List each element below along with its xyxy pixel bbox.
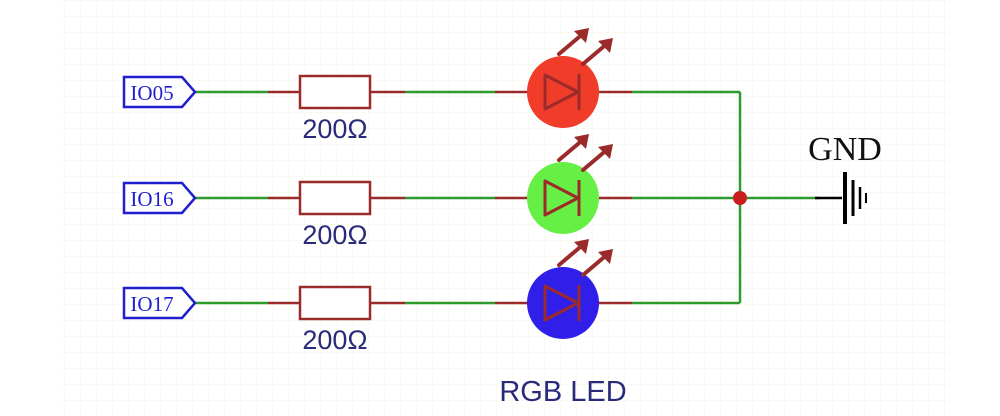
resistor-value-label: 200Ω: [302, 114, 367, 144]
channel-io16: IO16 200Ω: [122, 134, 740, 250]
junction-dot: [733, 191, 747, 205]
led-blue-body: [527, 267, 599, 339]
gnd-label: GND: [808, 131, 882, 168]
emission-arrow-head: [574, 134, 589, 149]
led-green-body: [527, 162, 599, 234]
emission-arrow-head: [574, 28, 589, 43]
led-red-body: [527, 56, 599, 128]
resistor-body: [298, 180, 372, 216]
emission-arrow-head: [574, 239, 589, 254]
diode-triangle: [543, 73, 580, 111]
port-label: IO16: [130, 187, 173, 211]
ground-bus: GND: [733, 92, 882, 303]
port-flag: [122, 286, 197, 320]
port-flag: [122, 75, 197, 109]
resistor-body: [298, 285, 372, 321]
emission-arrow-head: [598, 249, 613, 264]
channel-io05: IO05 200Ω: [122, 28, 740, 144]
emission-arrow-head: [598, 144, 613, 159]
diagram-caption: RGB LED: [499, 376, 626, 408]
emission-arrow-head: [598, 38, 613, 53]
port-label: IO05: [130, 81, 173, 105]
port-flag: [122, 181, 197, 215]
resistor-value-label: 200Ω: [302, 325, 367, 355]
grid-background: [60, 0, 950, 416]
ground-symbol: [843, 172, 867, 224]
diode-triangle: [543, 179, 580, 217]
port-label: IO17: [130, 292, 173, 316]
resistor-value-label: 200Ω: [302, 220, 367, 250]
led-channels: IO05 200Ω IO16 200Ω IO17 200Ω: [122, 28, 740, 355]
resistor-body: [298, 74, 372, 110]
channel-io17: IO17 200Ω: [122, 239, 740, 355]
diode-triangle: [543, 284, 580, 322]
